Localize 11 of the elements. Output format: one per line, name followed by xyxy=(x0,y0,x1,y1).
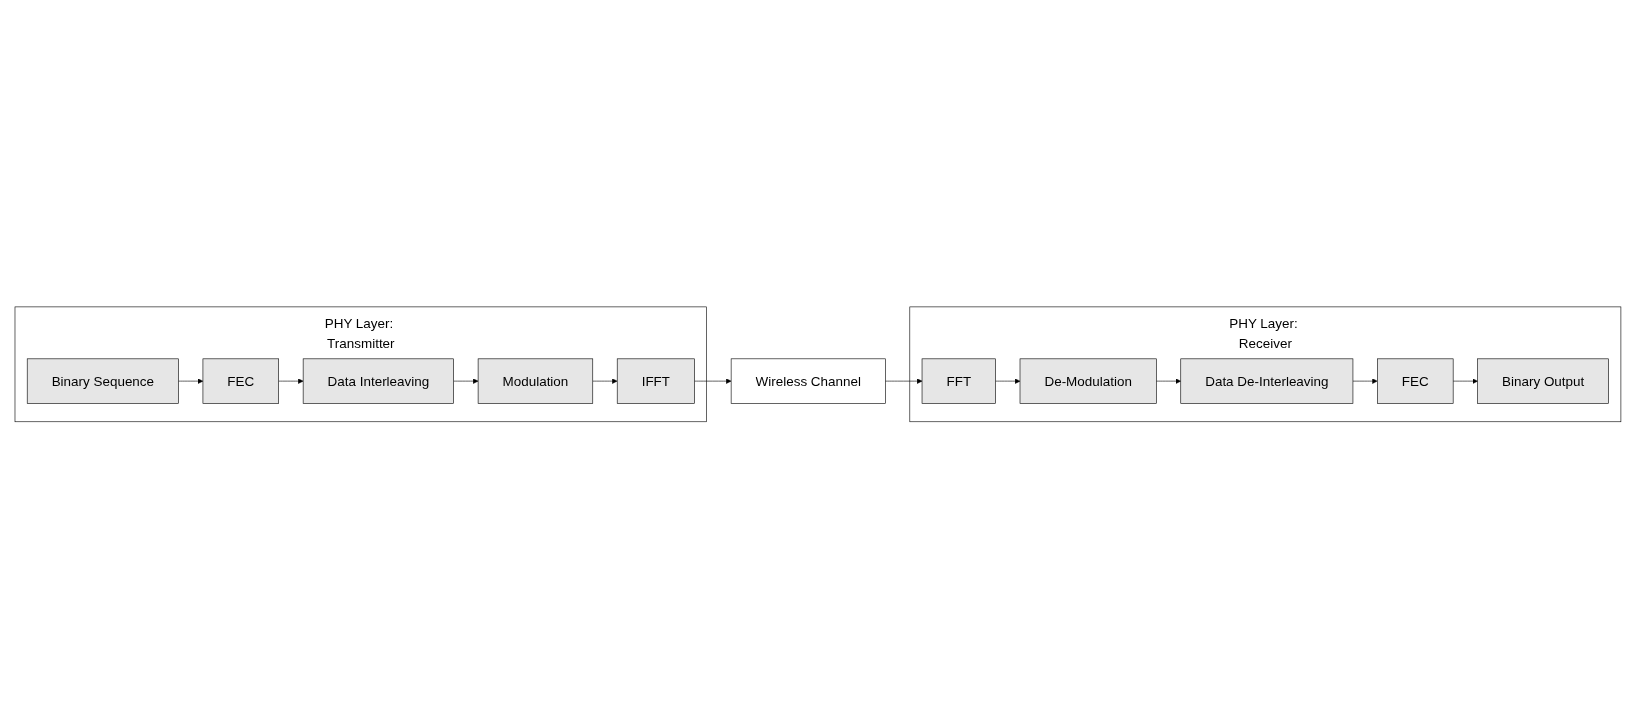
node-box: FEC xyxy=(1377,358,1454,404)
node-box: Modulation xyxy=(477,358,594,404)
node-box: IFFT xyxy=(616,358,695,404)
node-box: Wireless Channel xyxy=(730,358,886,404)
node-box: FEC xyxy=(202,358,280,404)
node-box: Binary Output xyxy=(1477,358,1610,404)
node-box: Data De-Interleaving xyxy=(1180,358,1354,404)
node-box: De-Modulation xyxy=(1019,358,1157,404)
node-box: Binary Sequence xyxy=(26,358,179,404)
node-box: FFT xyxy=(921,358,996,404)
node-box: Data Interleaving xyxy=(302,358,454,404)
